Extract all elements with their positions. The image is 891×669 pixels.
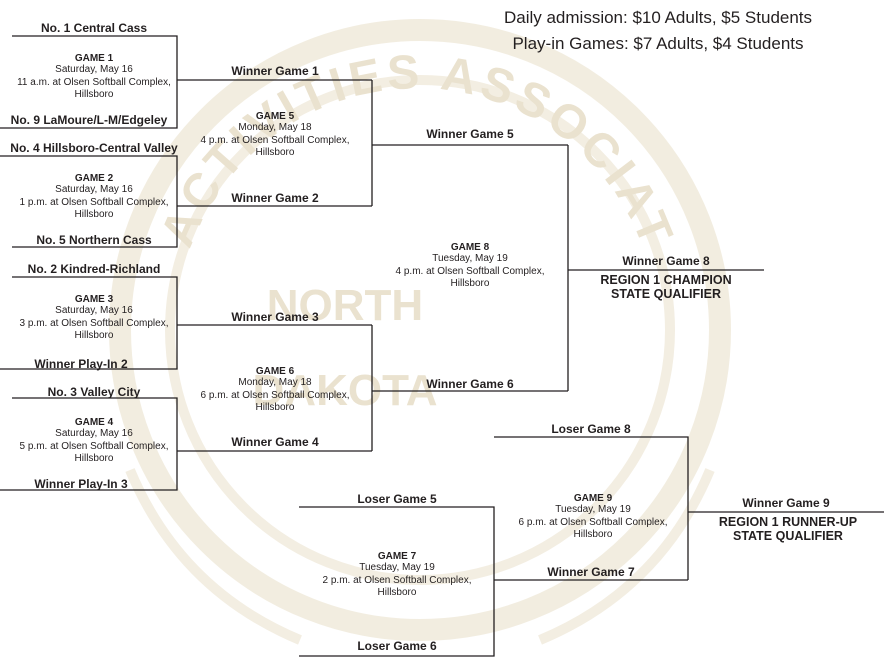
game-7-city: Hillsboro <box>377 587 417 598</box>
game-9-time: 6 p.m. at Olsen Softball Complex, <box>518 516 668 528</box>
team-no3-valley-city: No. 3 Valley City <box>47 385 141 399</box>
region-champion-line2: STATE QUALIFIER <box>611 287 721 301</box>
game-9-name: GAME 9 <box>573 493 613 504</box>
game-1-name: GAME 1 <box>74 53 114 64</box>
game-5-time: 4 p.m. at Olsen Softball Complex, <box>200 134 350 146</box>
slot-winner-game-7: Winner Game 7 <box>547 565 635 579</box>
region-runner-up-line2: STATE QUALIFIER <box>733 529 843 543</box>
slot-winner-game-3: Winner Game 3 <box>231 310 319 324</box>
admission-daily: Daily admission: $10 Adults, $5 Students <box>503 8 813 27</box>
slot-winner-game-5: Winner Game 5 <box>426 127 514 141</box>
game-9-city: Hillsboro <box>573 529 613 540</box>
game-4-info: GAME 4 Saturday, May 16 5 p.m. at Olsen … <box>20 417 169 466</box>
game-2-city: Hillsboro <box>74 209 114 220</box>
game-6-city: Hillsboro <box>255 402 295 413</box>
game-2-day: Saturday, May 16 <box>55 184 133 195</box>
game-1-time: 11 a.m. at Olsen Softball Complex, <box>17 76 171 88</box>
slot-loser-game-8: Loser Game 8 <box>551 422 631 436</box>
game-1-city: Hillsboro <box>74 89 114 100</box>
slot-winner-game-9: Winner Game 9 <box>742 496 830 510</box>
game-5-name: GAME 5 <box>255 111 295 122</box>
game-6-name: GAME 6 <box>255 366 295 377</box>
game-4-day: Saturday, May 16 <box>55 428 133 439</box>
game-7-time: 2 p.m. at Olsen Softball Complex, <box>322 574 472 586</box>
game-2-name: GAME 2 <box>74 173 114 184</box>
game-7-day: Tuesday, May 19 <box>359 562 435 573</box>
game-7-info: GAME 7 Tuesday, May 19 2 p.m. at Olsen S… <box>323 551 472 600</box>
game-1-info: GAME 1 Saturday, May 16 11 a.m. at Olsen… <box>17 53 171 102</box>
team-winner-playin-2: Winner Play-In 2 <box>34 357 128 371</box>
game-1-day: Saturday, May 16 <box>55 64 133 75</box>
slot-winner-game-1: Winner Game 1 <box>231 64 319 78</box>
team-no1-central-cass: No. 1 Central Cass <box>40 21 148 35</box>
slot-winner-game-2: Winner Game 2 <box>231 191 319 205</box>
game-9-info: GAME 9 Tuesday, May 19 6 p.m. at Olsen S… <box>519 493 668 542</box>
game-3-time: 3 p.m. at Olsen Softball Complex, <box>19 317 169 329</box>
game-5-day: Monday, May 18 <box>238 122 312 133</box>
game-6-info: GAME 6 Monday, May 18 6 p.m. at Olsen So… <box>201 366 350 415</box>
slot-winner-game-6: Winner Game 6 <box>426 377 514 391</box>
game-3-day: Saturday, May 16 <box>55 305 133 316</box>
team-winner-playin-3: Winner Play-In 3 <box>34 477 128 491</box>
admission-playin: Play-in Games: $7 Adults, $4 Students <box>512 34 804 53</box>
game-4-name: GAME 4 <box>74 417 114 428</box>
game-5-city: Hillsboro <box>255 147 295 158</box>
region-runner-up-line1: REGION 1 RUNNER-UP <box>718 515 858 529</box>
game-8-time: 4 p.m. at Olsen Softball Complex, <box>395 265 545 277</box>
region-runner-up: REGION 1 RUNNER-UP STATE QUALIFIER <box>719 515 857 543</box>
game-6-time: 6 p.m. at Olsen Softball Complex, <box>200 389 350 401</box>
region-champion: REGION 1 CHAMPION STATE QUALIFIER <box>600 273 731 301</box>
slot-loser-game-5: Loser Game 5 <box>357 492 437 506</box>
team-no9-lamoure: No. 9 LaMoure/L-M/Edgeley <box>10 113 168 127</box>
game-6-day: Monday, May 18 <box>238 377 312 388</box>
game-2-info: GAME 2 Saturday, May 16 1 p.m. at Olsen … <box>20 173 169 222</box>
game-8-info: GAME 8 Tuesday, May 19 4 p.m. at Olsen S… <box>396 242 545 291</box>
slot-loser-game-6: Loser Game 6 <box>357 639 437 653</box>
game-8-day: Tuesday, May 19 <box>432 253 508 264</box>
team-no5-northern-cass: No. 5 Northern Cass <box>36 233 152 247</box>
game-3-name: GAME 3 <box>74 294 114 305</box>
game-3-info: GAME 3 Saturday, May 16 3 p.m. at Olsen … <box>20 294 169 343</box>
team-no2-kindred: No. 2 Kindred-Richland <box>27 262 161 276</box>
team-no4-hillsboro: No. 4 Hillsboro-Central Valley <box>10 141 178 155</box>
game-4-city: Hillsboro <box>74 453 114 464</box>
game-4-time: 5 p.m. at Olsen Softball Complex, <box>19 440 169 452</box>
game-8-city: Hillsboro <box>450 278 490 289</box>
region-champion-line1: REGION 1 CHAMPION <box>600 273 732 287</box>
game-3-city: Hillsboro <box>74 330 114 341</box>
game-9-day: Tuesday, May 19 <box>555 504 631 515</box>
slot-winner-game-8: Winner Game 8 <box>622 254 710 268</box>
game-8-name: GAME 8 <box>450 242 490 253</box>
slot-winner-game-4: Winner Game 4 <box>231 435 319 449</box>
game-7-name: GAME 7 <box>377 551 417 562</box>
game-2-time: 1 p.m. at Olsen Softball Complex, <box>19 196 169 208</box>
game-5-info: GAME 5 Monday, May 18 4 p.m. at Olsen So… <box>201 111 350 160</box>
